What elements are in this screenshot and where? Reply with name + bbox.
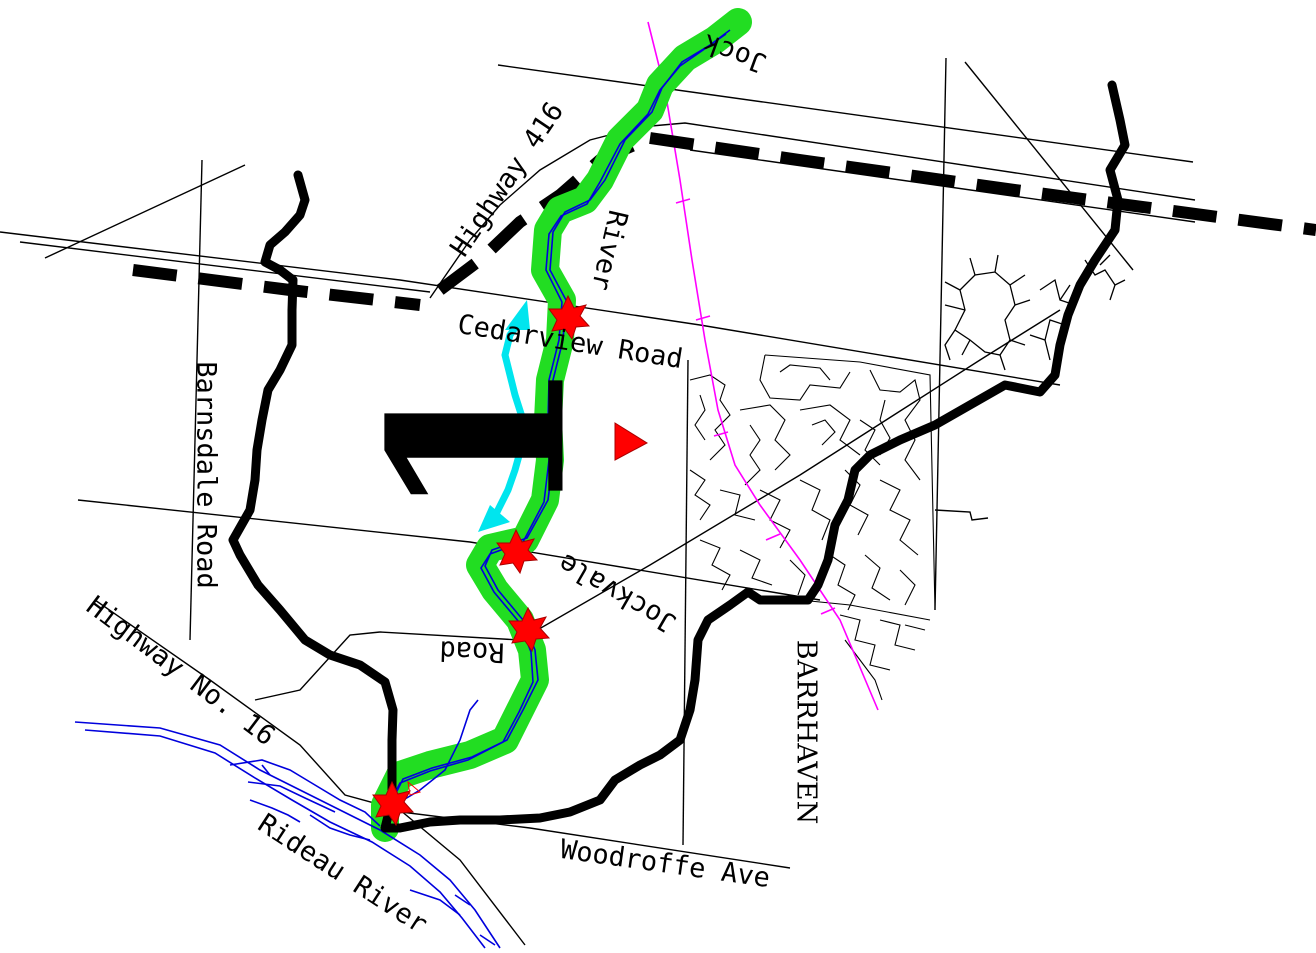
road-west-branch [254,631,381,701]
label-river: River [585,207,633,293]
east-subdivision-streets [944,254,1126,371]
railway [647,21,879,711]
triangle-marker [614,422,648,461]
star-marker-jockvale [508,606,551,653]
road-cedarview-west [19,241,431,293]
star-marker-middle [496,528,539,575]
cyan-arrow [478,300,530,532]
red-markers [372,294,648,827]
road-highway-16 [94,599,526,946]
label-barrhaven: BARRHAVEN [791,640,822,825]
road-jockvale [519,309,1061,641]
label-road: Road [439,634,505,667]
road-barnsdale [189,159,203,641]
roads [0,57,1196,946]
jock-river-water [385,29,731,829]
label-highway-16: Highway No. 16 [80,590,280,752]
label-barnsdale-road: Barnsdale Road [191,361,222,589]
rideau-river [74,721,501,949]
road-east-spur [934,509,989,521]
star-marker-cedarview [548,294,591,341]
road-east-vertical [934,57,947,611]
jock-river-corridor [371,8,752,842]
road-east-diagonal [964,61,1134,271]
road-woodroffe-north [682,359,689,846]
label-jockvale: Jockvale [553,547,681,639]
road-highway-416 [429,122,1196,299]
area-number: 1 [338,357,620,524]
road-jockvale-west [379,631,521,641]
road-woodroffe [384,809,791,869]
highway-416-dashed [132,132,1316,311]
tiny-triangle-icon [407,780,422,796]
star-marker-mouth [372,780,415,827]
road-northwest-diagonal [44,164,246,259]
study-area-boundary [228,80,1130,833]
road-middle-concession [77,499,821,601]
road-north-line [497,64,1194,163]
label-woodroffe-ave: Woodroffe Ave [558,834,772,894]
